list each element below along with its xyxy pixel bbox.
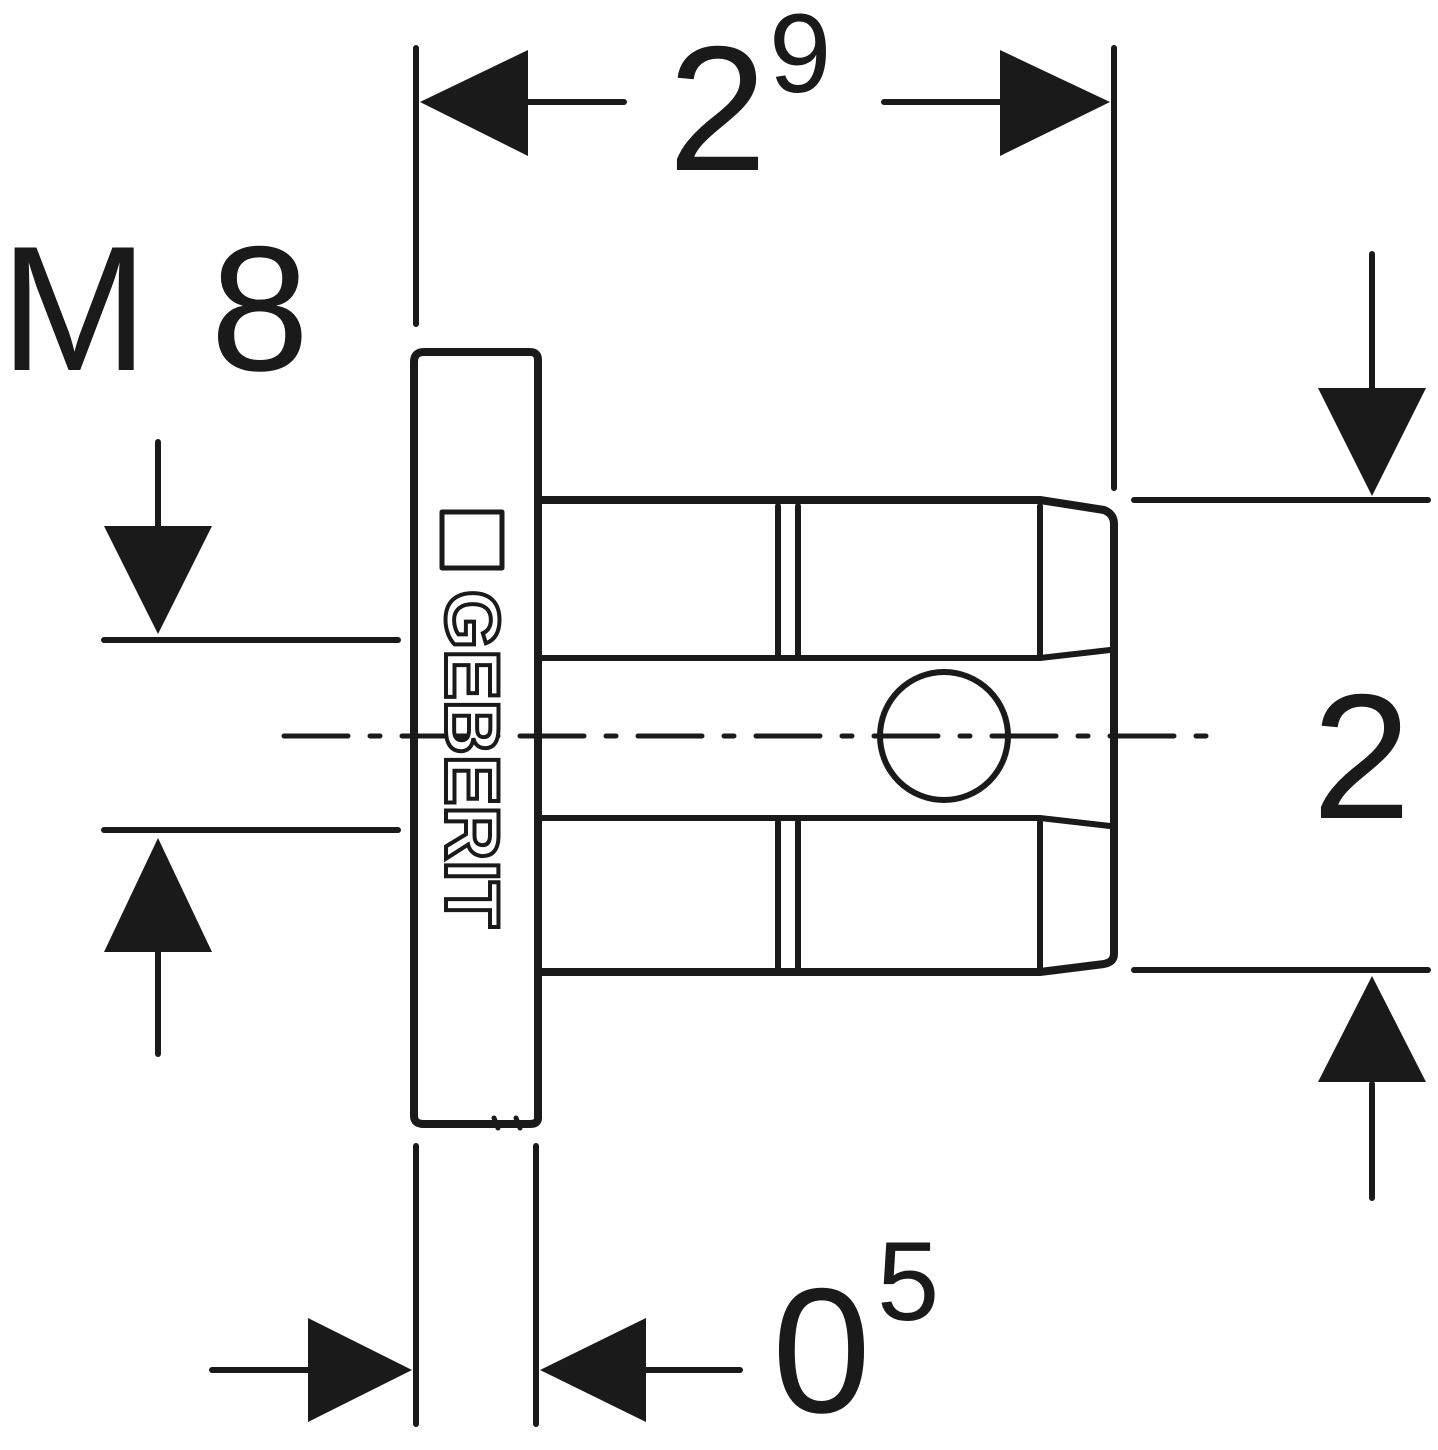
- brand-logo-square: [439, 509, 505, 571]
- right-dim-arrow-up: [1318, 976, 1426, 1082]
- flange-notch: [491, 1115, 501, 1131]
- thread-prefix: M: [0, 209, 149, 408]
- left-dim-arrow-up: [104, 838, 212, 952]
- right-dimension-lines: [1131, 251, 1431, 1201]
- top-dim-arrow-right: [1000, 50, 1110, 156]
- left-dim-arrow-down: [104, 526, 212, 634]
- bottom-dim-arrow-right: [308, 1318, 412, 1422]
- dimension-label-diameter: 2: [1312, 668, 1411, 846]
- top-dim-arrow-left: [420, 50, 528, 156]
- dimension-length-base: 2: [668, 9, 767, 208]
- bottom-dimension-lines: [209, 1143, 743, 1427]
- dimension-label-length: 29: [668, 0, 831, 198]
- dimension-flange-sup: 5: [877, 1219, 940, 1344]
- thread-value: 8: [210, 209, 310, 408]
- bottom-dim-arrow-left: [540, 1318, 646, 1422]
- brand-logo-text: GEBERIT: [429, 590, 514, 928]
- dimension-length-sup: 9: [769, 0, 832, 116]
- top-dimension-lines: [413, 45, 1117, 491]
- right-dim-arrow-down: [1318, 388, 1426, 496]
- flange-plate: [410, 348, 542, 1128]
- spigot-body: [536, 496, 1118, 976]
- left-dimension-lines: [101, 439, 401, 1057]
- dimension-label-flange: 05: [772, 1226, 939, 1440]
- dimension-flange-base: 0: [772, 1251, 871, 1450]
- diameter-value: 2: [1312, 657, 1411, 856]
- spigot-inner-lines: [537, 503, 1113, 971]
